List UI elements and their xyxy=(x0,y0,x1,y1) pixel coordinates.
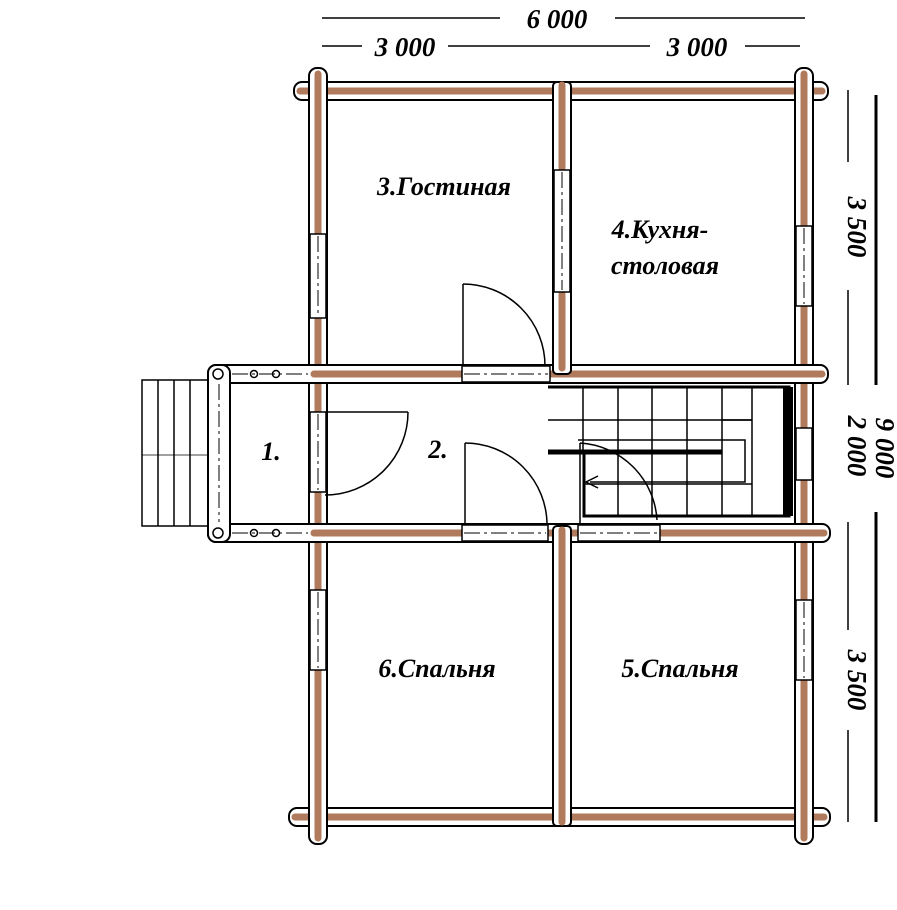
windows xyxy=(309,169,813,681)
stair-direction-arrow xyxy=(584,475,599,489)
staircase xyxy=(548,385,793,518)
door-bedroom6-swing xyxy=(464,442,548,526)
room-label-kitchen-line1: 4.Кухня- xyxy=(611,215,709,244)
entry-steps xyxy=(141,379,209,527)
room-labels: 1. 2. 3.Гостиная 4.Кухня- столовая 5.Спа… xyxy=(261,172,738,683)
dim-right-bottom: 3 500 xyxy=(842,649,872,711)
stair-back-wall xyxy=(783,387,793,516)
entry-steps-outline xyxy=(141,379,209,527)
room-label-bedroom5: 5.Спальня xyxy=(621,654,738,683)
log-walls xyxy=(207,67,831,845)
dim-top-total: 6 000 xyxy=(527,4,588,34)
doors xyxy=(324,283,658,526)
porch-bolt-2 xyxy=(249,369,259,379)
door-entrance-swing xyxy=(324,411,409,496)
room-label-porch: 1. xyxy=(261,437,281,466)
porch-bolt-6 xyxy=(271,528,281,538)
dimension-lines: 6 000 3 000 3 000 3 500 2 000 3 500 9 00… xyxy=(322,4,897,822)
door-openings xyxy=(212,365,661,542)
dim-right-middle: 2 000 xyxy=(842,415,872,477)
dim-top-right: 3 000 xyxy=(666,32,728,62)
porch-bolt-5 xyxy=(249,528,259,538)
window-stairs-right xyxy=(795,427,813,481)
room-label-kitchen-line2: столовая xyxy=(611,251,719,280)
porch-bolt-4 xyxy=(212,527,224,539)
dim-right-top: 3 500 xyxy=(842,196,872,258)
room-label-living: 3.Гостиная xyxy=(376,172,511,201)
door-living-swing xyxy=(462,283,546,367)
stair-direction-line xyxy=(578,439,746,483)
porch-bolt-1 xyxy=(212,368,224,380)
dim-right-total: 9 000 xyxy=(870,418,897,479)
porch-bolt-3 xyxy=(271,369,281,379)
dim-top-left: 3 000 xyxy=(374,32,436,62)
room-label-hall: 2. xyxy=(427,435,448,464)
room-label-bedroom6: 6.Спальня xyxy=(378,654,495,683)
door-bedroom5-swing xyxy=(579,442,658,521)
